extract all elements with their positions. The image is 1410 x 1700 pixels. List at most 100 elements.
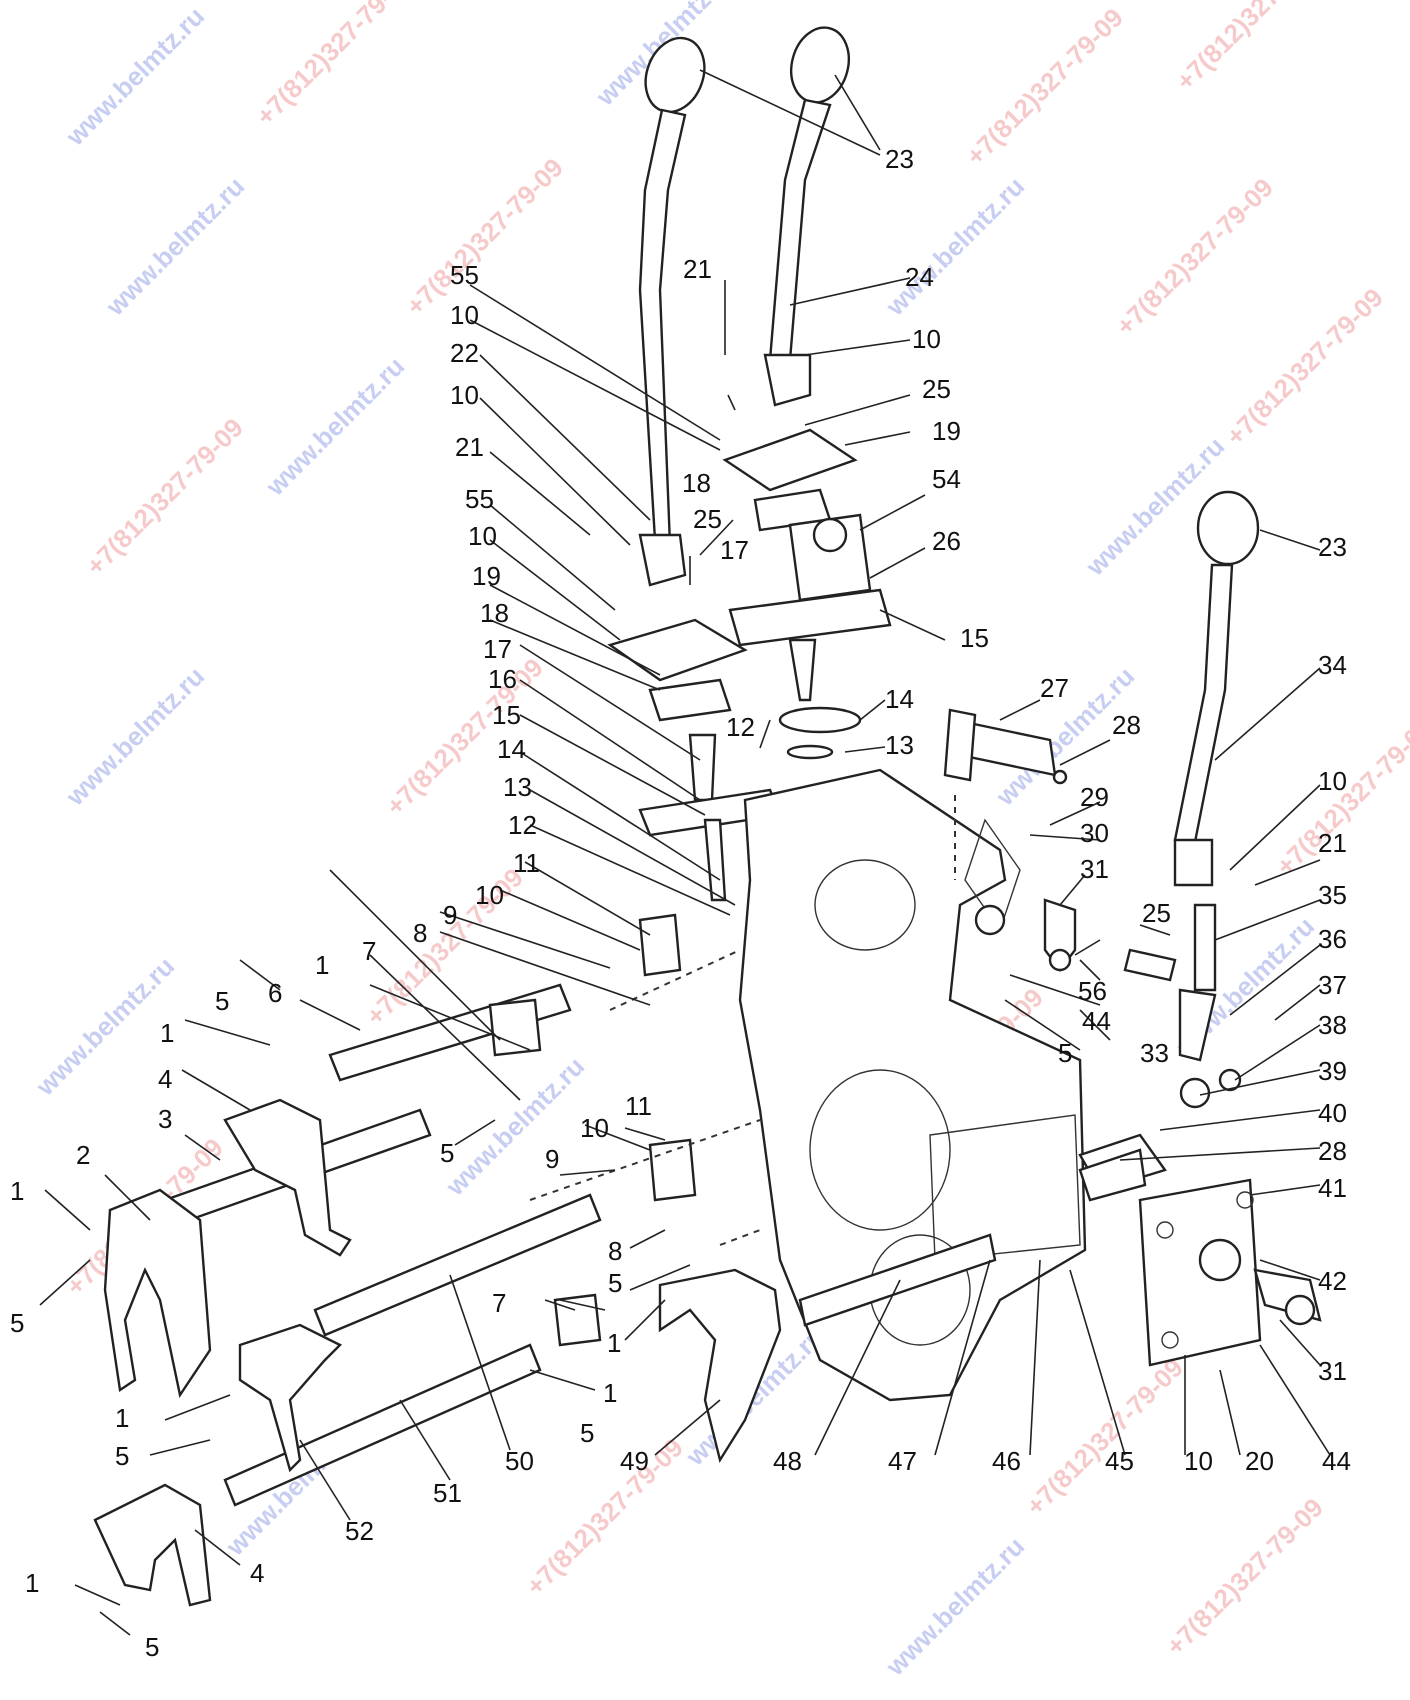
label-part-5: 5	[145, 1632, 160, 1662]
label-part-42: 42	[1318, 1266, 1347, 1296]
label-part-52: 52	[345, 1516, 374, 1546]
label-part-1: 1	[603, 1378, 618, 1408]
label-part-1: 1	[160, 1018, 175, 1048]
label-part-29: 29	[1080, 782, 1109, 812]
label-part-4: 4	[250, 1558, 265, 1588]
label-part-1: 1	[607, 1328, 622, 1358]
label-part-49: 49	[620, 1446, 649, 1476]
small-blocks	[488, 913, 697, 1347]
label-part-1: 1	[25, 1568, 40, 1598]
crank-shaft-assembly	[943, 708, 1068, 785]
label-part-5: 5	[608, 1268, 623, 1298]
label-part-51: 51	[433, 1478, 462, 1508]
label-part-12: 12	[508, 810, 537, 840]
shift-forks	[93, 1098, 782, 1607]
label-part-55: 55	[465, 484, 494, 514]
lever-right	[1173, 490, 1260, 887]
label-part-5: 5	[10, 1308, 25, 1338]
label-part-40: 40	[1318, 1098, 1347, 1128]
label-part-18: 18	[480, 598, 509, 628]
label-part-50: 50	[505, 1446, 534, 1476]
alignment-lines	[529, 795, 956, 1246]
label-part-9: 9	[443, 900, 458, 930]
label-part-10: 10	[468, 521, 497, 551]
label-part-22: 22	[450, 338, 479, 368]
shift-shaft-right	[1078, 1068, 1242, 1202]
side-cover	[1138, 1178, 1322, 1367]
label-part-16: 16	[488, 664, 517, 694]
label-part-1: 1	[10, 1176, 25, 1206]
label-part-1: 1	[115, 1403, 130, 1433]
label-part-1: 1	[315, 950, 330, 980]
label-part-28: 28	[1112, 710, 1141, 740]
label-part-38: 38	[1318, 1010, 1347, 1040]
lower-plate-assembly	[607, 618, 782, 902]
label-part-56: 56	[1078, 976, 1107, 1006]
label-part-12: 12	[726, 712, 755, 742]
label-part-25: 25	[1142, 898, 1171, 928]
lever-middle	[763, 26, 850, 407]
label-part-21: 21	[683, 254, 712, 284]
label-part-39: 39	[1318, 1056, 1347, 1086]
label-part-8: 8	[608, 1236, 623, 1266]
label-part-17: 17	[720, 535, 749, 565]
label-part-10: 10	[1184, 1446, 1213, 1476]
right-arm-assembly	[1043, 898, 1217, 1062]
label-part-46: 46	[992, 1446, 1021, 1476]
label-part-48: 48	[773, 1446, 802, 1476]
label-part-19: 19	[472, 561, 501, 591]
label-part-30: 30	[1080, 818, 1109, 848]
label-part-17: 17	[483, 634, 512, 664]
label-part-31: 31	[1080, 854, 1109, 884]
label-part-34: 34	[1318, 650, 1347, 680]
label-part-20: 20	[1245, 1446, 1274, 1476]
label-part-25: 25	[922, 374, 951, 404]
label-part-31: 31	[1318, 1356, 1347, 1386]
label-part-28: 28	[1318, 1136, 1347, 1166]
label-part-24: 24	[905, 262, 934, 292]
label-part-21: 21	[455, 432, 484, 462]
label-part-14: 14	[497, 734, 526, 764]
label-part-10: 10	[450, 300, 479, 330]
label-part-5: 5	[580, 1418, 595, 1448]
label-part-54: 54	[932, 464, 961, 494]
label-part-27: 27	[1040, 673, 1069, 703]
upper-plate-assembly	[722, 428, 892, 760]
label-part-36: 36	[1318, 924, 1347, 954]
label-part-26: 26	[932, 526, 961, 556]
label-part-5: 5	[440, 1138, 455, 1168]
label-part-10: 10	[1318, 766, 1347, 796]
label-part-19: 19	[932, 416, 961, 446]
label-part-45: 45	[1105, 1446, 1134, 1476]
label-part-13: 13	[503, 772, 532, 802]
label-part-2: 2	[76, 1140, 91, 1170]
label-part-10: 10	[475, 880, 504, 910]
label-part-44: 44	[1322, 1446, 1351, 1476]
label-part-11: 11	[513, 848, 540, 878]
label-part-21: 21	[1318, 828, 1347, 858]
label-part-5: 5	[1058, 1038, 1073, 1068]
label-part-18: 18	[682, 468, 711, 498]
label-part-47: 47	[888, 1446, 917, 1476]
label-part-11: 11	[625, 1091, 652, 1121]
label-part-7: 7	[492, 1288, 507, 1318]
label-part-10: 10	[580, 1113, 609, 1143]
label-part-14: 14	[885, 684, 914, 714]
label-part-6: 6	[268, 978, 283, 1008]
label-part-5: 5	[115, 1441, 130, 1471]
label-part-35: 35	[1318, 880, 1347, 910]
label-part-15: 15	[492, 700, 521, 730]
label-part-3: 3	[158, 1104, 173, 1134]
label-part-55: 55	[450, 260, 479, 290]
label-part-4: 4	[158, 1064, 173, 1094]
label-part-23: 23	[1318, 532, 1347, 562]
lever-left	[638, 36, 706, 587]
label-part-23: 23	[885, 144, 914, 174]
label-part-7: 7	[362, 936, 377, 966]
gearbox-housing	[738, 768, 1087, 1402]
label-part-13: 13	[885, 730, 914, 760]
label-part-41: 41	[1318, 1173, 1347, 1203]
label-part-9: 9	[545, 1144, 560, 1174]
